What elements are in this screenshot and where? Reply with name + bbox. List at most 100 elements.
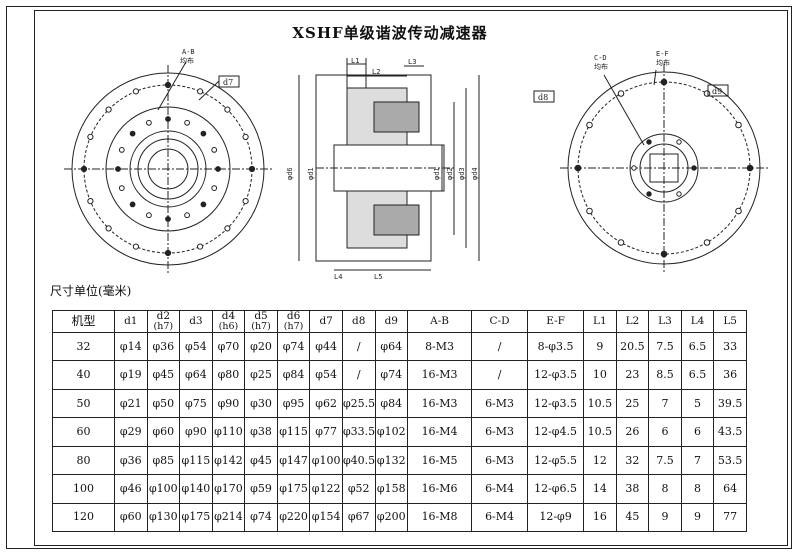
right-d9-label: d9 bbox=[712, 87, 722, 96]
table-cell: 53.5 bbox=[713, 445, 747, 476]
model-cell: 32 bbox=[52, 331, 115, 362]
table-cell: φ54 bbox=[309, 360, 343, 390]
bolt-hole bbox=[105, 106, 112, 113]
side-l1-label: L1 bbox=[351, 57, 359, 65]
header-main: d2 bbox=[156, 310, 171, 322]
header-cell: d2(h7) bbox=[146, 310, 181, 333]
table-cell: φ46 bbox=[114, 474, 148, 504]
bolt-hole bbox=[242, 133, 249, 141]
table-cell: 8-M3 bbox=[407, 331, 473, 362]
bolt-hole bbox=[646, 139, 652, 145]
table-cell: 9 bbox=[583, 331, 617, 362]
table-cell: 45 bbox=[615, 502, 650, 533]
right-d8-box bbox=[533, 90, 555, 103]
bolt-hole bbox=[184, 119, 191, 126]
table-cell: φ36 bbox=[146, 331, 181, 362]
table-cell: 77 bbox=[713, 502, 747, 533]
table-cell: φ19 bbox=[114, 360, 148, 390]
table-cell: 10.5 bbox=[583, 417, 617, 447]
left-view bbox=[64, 61, 272, 273]
table-cell: φ84 bbox=[374, 388, 409, 419]
table-cell: φ214 bbox=[211, 502, 246, 533]
bolt-hole bbox=[224, 106, 231, 113]
table-cell: / bbox=[471, 360, 529, 390]
table-cell: 7.5 bbox=[648, 331, 682, 362]
left-holes-sub: 均布 bbox=[180, 56, 194, 65]
table-cell: 12-φ9 bbox=[527, 502, 585, 533]
table-cell: φ14 bbox=[114, 331, 148, 362]
header-cell: d5(h7) bbox=[244, 310, 278, 333]
header-main: L4 bbox=[690, 314, 705, 327]
bolt-hole bbox=[574, 164, 582, 172]
table-cell: 6.5 bbox=[680, 331, 715, 362]
table-cell: 25 bbox=[615, 388, 650, 419]
table-cell: φ140 bbox=[179, 474, 213, 504]
right-ef-label: E-F bbox=[656, 50, 669, 58]
header-cell: L3 bbox=[648, 310, 682, 333]
table-cell: φ36 bbox=[114, 445, 148, 476]
table-cell: 9 bbox=[680, 502, 715, 533]
table-cell: 64 bbox=[713, 474, 747, 504]
table-cell: 6-M3 bbox=[471, 388, 529, 419]
bolt-hole bbox=[200, 130, 207, 137]
table-cell: φ40.5 bbox=[341, 445, 376, 476]
unit-label: 尺寸单位(毫米) bbox=[50, 284, 132, 298]
table-cell: φ45 bbox=[146, 360, 181, 390]
table-cell: φ158 bbox=[374, 474, 409, 504]
table-cell: 14 bbox=[583, 474, 617, 504]
table-cell: 20.5 bbox=[615, 331, 650, 362]
bolt-hole bbox=[165, 216, 171, 222]
table-cell: φ74 bbox=[276, 331, 311, 362]
table-cell: φ122 bbox=[309, 474, 343, 504]
model-cell: 120 bbox=[52, 502, 115, 533]
table-cell: φ25.5 bbox=[341, 388, 376, 419]
header-main: d7 bbox=[319, 314, 333, 327]
bolt-hole bbox=[197, 88, 204, 95]
table-cell: φ59 bbox=[244, 474, 278, 504]
bolt-hole bbox=[617, 90, 625, 97]
header-cell: d7 bbox=[309, 310, 343, 333]
table-cell: φ44 bbox=[309, 331, 343, 362]
inner-frame bbox=[34, 10, 788, 546]
header-sub: (h7) bbox=[153, 321, 174, 333]
table-cell: φ75 bbox=[179, 388, 213, 419]
table-cell: φ90 bbox=[179, 417, 213, 447]
table-cell: 12-φ3.5 bbox=[527, 360, 585, 390]
bolt-hole bbox=[646, 191, 652, 197]
table-cell: φ110 bbox=[211, 417, 246, 447]
table-cell: 5 bbox=[680, 388, 715, 419]
header-main: L5 bbox=[723, 314, 737, 327]
left-d7-label: d7 bbox=[223, 78, 233, 87]
model-cell: 50 bbox=[52, 388, 115, 419]
bolt-hole bbox=[165, 116, 171, 122]
table-cell: / bbox=[341, 331, 376, 362]
header-main: d5 bbox=[254, 310, 268, 322]
header-cell: d6(h7) bbox=[276, 310, 311, 333]
bolt-hole bbox=[735, 121, 742, 129]
table-cell: 7.5 bbox=[648, 445, 682, 476]
bolt-hole bbox=[146, 119, 152, 126]
bolt-hole bbox=[660, 78, 668, 86]
table-cell: φ38 bbox=[244, 417, 278, 447]
left-holes-label: A-B bbox=[182, 48, 195, 56]
table-cell: 10.5 bbox=[583, 388, 617, 419]
header-main: d8 bbox=[352, 314, 366, 327]
header-cell: d3 bbox=[179, 310, 213, 333]
table-cell: 16-M3 bbox=[407, 388, 473, 419]
bolt-hole bbox=[676, 139, 682, 145]
table-cell: φ74 bbox=[244, 502, 278, 533]
table-cell: 33 bbox=[713, 331, 747, 362]
table-cell: φ29 bbox=[114, 417, 148, 447]
model-cell: 60 bbox=[52, 417, 115, 447]
header-sub: (h7) bbox=[283, 321, 304, 333]
header-main: A-B bbox=[430, 314, 449, 327]
right-leader-cd bbox=[603, 74, 645, 146]
bolt-hole bbox=[105, 225, 112, 232]
table-cell: φ90 bbox=[211, 388, 246, 419]
table-cell: 6.5 bbox=[680, 360, 715, 390]
table-cell: 8 bbox=[648, 474, 682, 504]
